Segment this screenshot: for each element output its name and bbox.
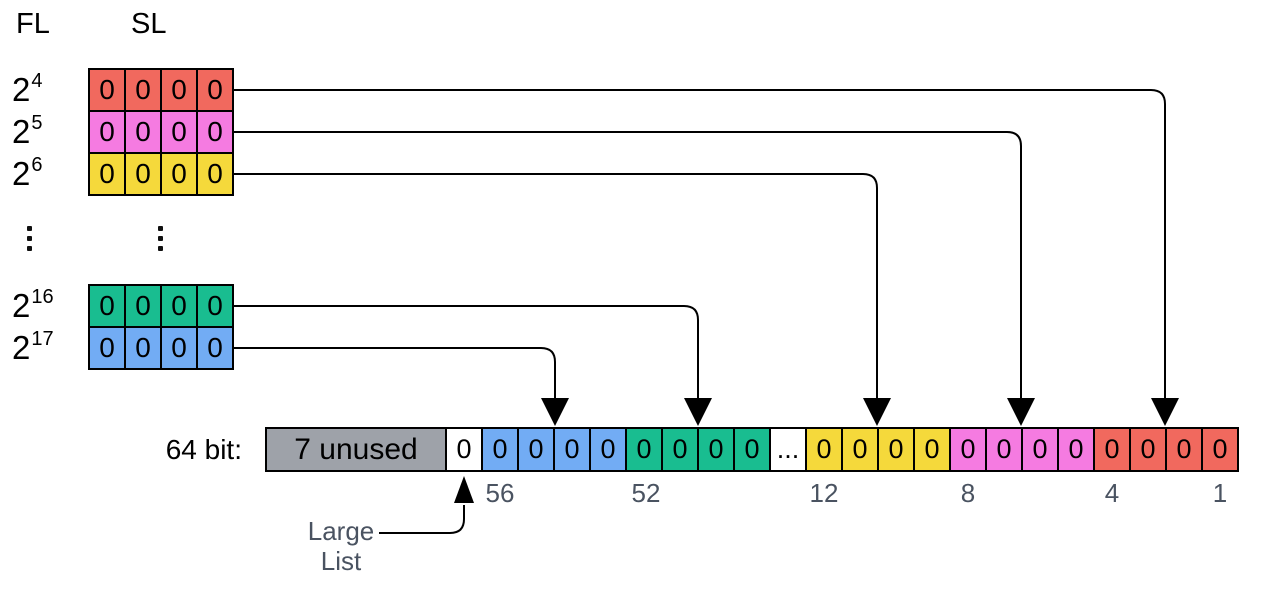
sl-row-2-6: 0 0 0 0 <box>88 152 234 196</box>
bar-bit-cell: 0 <box>517 427 555 472</box>
connector-row-2-17 <box>234 347 556 399</box>
bar-bit-cell: 0 <box>481 427 519 472</box>
sl-bit-cell: 0 <box>196 68 234 112</box>
bit-index-label: 1 <box>1212 478 1228 508</box>
connector-large-list <box>379 505 465 534</box>
sl-bit-cell: 0 <box>88 152 126 196</box>
vertical-ellipsis-icon <box>26 226 32 251</box>
first-level-header: FL <box>16 8 50 40</box>
bar-bit-cell: 0 <box>1129 427 1167 472</box>
sl-bit-cell: 0 <box>88 284 126 328</box>
bar-bit-cell: 0 <box>877 427 915 472</box>
sl-bit-cell: 0 <box>160 326 198 370</box>
arrow-down-icon <box>1151 398 1179 426</box>
bar-bit-cell: 0 <box>1093 427 1131 472</box>
arrow-down-icon <box>541 398 569 426</box>
power-exponent: 4 <box>31 69 43 92</box>
bar-bit-cell: 0 <box>625 427 663 472</box>
unused-bits-segment: 7 unused <box>265 427 447 472</box>
arrow-down-icon <box>684 398 712 426</box>
power-base: 2 <box>12 287 31 324</box>
connector-row-2-4 <box>234 89 1166 399</box>
large-list-line2: List <box>320 546 362 576</box>
connector-row-2-6 <box>234 173 878 399</box>
sl-bit-cell: 0 <box>88 110 126 154</box>
power-exponent: 5 <box>31 111 43 134</box>
bar-bit-cell: 0 <box>805 427 843 472</box>
large-list-line1: Large <box>307 516 375 546</box>
connector-row-2-5 <box>234 131 1022 399</box>
vertical-ellipsis-icon <box>157 226 163 251</box>
connector-row-2-16 <box>234 305 699 399</box>
second-level-header: SL <box>131 8 167 40</box>
bar-bit-cell: 0 <box>697 427 735 472</box>
bit-index-label: 12 <box>809 478 839 508</box>
bar-bit-cell: 0 <box>1201 427 1239 472</box>
bar-bit-cell: 0 <box>589 427 627 472</box>
sl-bit-cell: 0 <box>196 326 234 370</box>
bit-word-bar: 7 unused 0 0 0 0 0 0 0 0 0 ... 0 0 0 0 0… <box>265 427 1239 472</box>
sl-bit-cell: 0 <box>124 284 162 328</box>
sl-bit-cell: 0 <box>124 68 162 112</box>
bar-bit-cell: 0 <box>841 427 879 472</box>
power-exponent: 6 <box>31 153 43 176</box>
bit-index-label: 4 <box>1104 478 1120 508</box>
sl-bit-cell: 0 <box>124 152 162 196</box>
arrow-down-icon <box>863 398 891 426</box>
sl-row-2-5: 0 0 0 0 <box>88 110 234 154</box>
bar-bit-cell: 0 <box>949 427 987 472</box>
arrow-up-icon <box>454 476 474 503</box>
sl-bit-cell: 0 <box>88 326 126 370</box>
sl-bit-cell: 0 <box>196 152 234 196</box>
power-base: 2 <box>12 329 31 366</box>
bar-bit-cell: 0 <box>1165 427 1203 472</box>
power-base: 2 <box>12 113 31 150</box>
bit-index-label: 52 <box>631 478 661 508</box>
sl-bit-cell: 0 <box>160 110 198 154</box>
sl-bit-cell: 0 <box>88 68 126 112</box>
bar-bit-cell: 0 <box>985 427 1023 472</box>
bar-bit-cell: 0 <box>733 427 771 472</box>
bar-bit-cell: 0 <box>1021 427 1059 472</box>
sl-bit-cell: 0 <box>196 110 234 154</box>
bit-word-label: 64 bit: <box>165 433 242 465</box>
sl-bit-cell: 0 <box>196 284 234 328</box>
sl-row-2-17: 0 0 0 0 <box>88 326 234 370</box>
power-base: 2 <box>12 155 31 192</box>
arrow-down-icon <box>1007 398 1035 426</box>
bar-bit-cell: 0 <box>553 427 591 472</box>
sl-row-2-16: 0 0 0 0 <box>88 284 234 328</box>
large-list-annotation: Large List <box>308 516 375 576</box>
power-base: 2 <box>12 71 31 108</box>
sl-row-2-4: 0 0 0 0 <box>88 68 234 112</box>
bar-bit-cell: 0 <box>1057 427 1095 472</box>
bar-bit-cell: 0 <box>661 427 699 472</box>
power-exponent: 16 <box>31 285 54 308</box>
bar-ellipsis-cell: ... <box>769 427 807 472</box>
sl-bit-cell: 0 <box>160 152 198 196</box>
bar-bit-cell-large-list: 0 <box>445 427 483 472</box>
sl-bit-cell: 0 <box>160 68 198 112</box>
sl-bit-cell: 0 <box>124 326 162 370</box>
bit-index-label: 8 <box>960 478 976 508</box>
power-exponent: 17 <box>31 327 54 350</box>
bit-index-label: 56 <box>485 478 515 508</box>
sl-bit-cell: 0 <box>124 110 162 154</box>
bar-bit-cell: 0 <box>913 427 951 472</box>
sl-bit-cell: 0 <box>160 284 198 328</box>
